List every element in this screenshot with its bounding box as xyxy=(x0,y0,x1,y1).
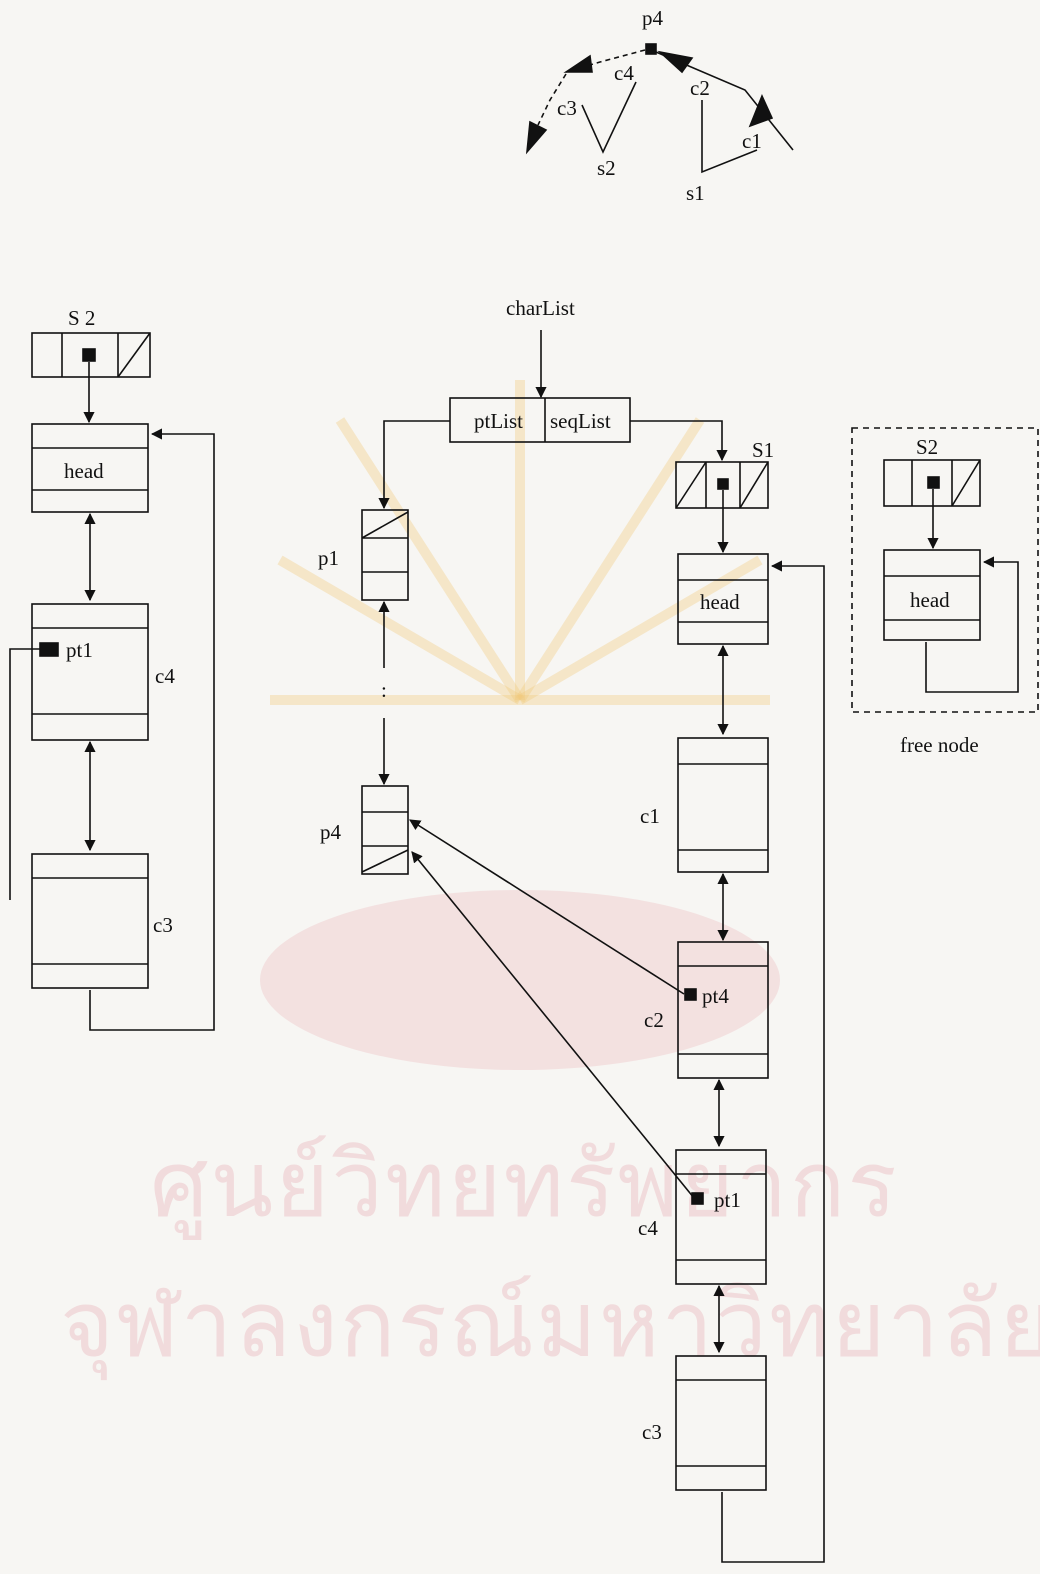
seqlist-label: seqList xyxy=(550,411,611,432)
s2-c3-node xyxy=(32,854,148,988)
ellipsis-dots: : xyxy=(381,680,387,701)
s2-head-label: head xyxy=(64,461,104,482)
free-pointer-dot xyxy=(928,477,939,488)
pt4-to-p4-link xyxy=(410,820,684,994)
s2-c3-label: c3 xyxy=(153,915,173,936)
s2-name-label: S 2 xyxy=(68,308,95,329)
s2-circular-link xyxy=(90,434,214,1030)
p1-node xyxy=(362,510,408,600)
top-label-c4: c4 xyxy=(614,63,634,84)
free-s2-label: S2 xyxy=(916,437,938,458)
top-label-c2: c2 xyxy=(690,78,710,99)
pt4-dot xyxy=(685,989,696,1000)
free-node-caption: free node xyxy=(900,735,979,756)
s1-c4-label: c4 xyxy=(638,1218,658,1239)
s1-c2-node xyxy=(678,942,768,1078)
p1-label: p1 xyxy=(318,548,339,569)
s1-pointer-dot xyxy=(718,479,728,489)
s1-head-label: head xyxy=(700,592,740,613)
s1-name-label: S1 xyxy=(752,440,774,461)
p4-point xyxy=(646,44,656,54)
s2-pt1-label: pt1 xyxy=(66,640,93,661)
top-label-s1: s1 xyxy=(686,183,705,204)
s2-pointer-dot xyxy=(83,349,95,361)
s1-c1-node xyxy=(678,738,768,872)
s1-c4-node xyxy=(676,1150,766,1284)
top-label-c1: c1 xyxy=(742,131,762,152)
edge-s2 xyxy=(582,82,636,152)
s1-c2-label: c2 xyxy=(644,1010,664,1031)
s1-pt1-label: pt1 xyxy=(714,1190,741,1211)
arrowhead-p4 xyxy=(660,52,692,72)
arrowhead-c3 xyxy=(527,122,546,152)
free-circular-link xyxy=(926,562,1018,692)
top-label-p4: p4 xyxy=(642,8,663,29)
s1-c1-label: c1 xyxy=(640,806,660,827)
free-node-group xyxy=(852,428,1038,712)
s2-pt1-link xyxy=(10,649,40,900)
top-label-s2: s2 xyxy=(597,158,616,179)
s2-c4-node xyxy=(32,604,148,740)
charlist-label: charList xyxy=(506,298,575,319)
s2-pt1-dot xyxy=(40,643,58,656)
s1-c3-node xyxy=(676,1356,766,1490)
p4-label: p4 xyxy=(320,822,341,843)
top-label-c3: c3 xyxy=(557,98,577,119)
ptlist-connector xyxy=(384,421,450,508)
s2-list xyxy=(10,333,214,1030)
s1-pt4-label: pt4 xyxy=(702,986,729,1007)
seqlist-connector xyxy=(630,421,722,460)
arrowhead-c4 xyxy=(566,56,592,72)
pt1-dot xyxy=(692,1193,703,1204)
free-head-label: head xyxy=(910,590,950,611)
free-node-border xyxy=(852,428,1038,712)
s1-list xyxy=(676,462,824,1562)
ptlist-label: ptList xyxy=(474,411,523,432)
s1-c3-label: c3 xyxy=(642,1422,662,1443)
s1-circular-link xyxy=(722,566,824,1562)
s2-c4-label: c4 xyxy=(155,666,175,687)
